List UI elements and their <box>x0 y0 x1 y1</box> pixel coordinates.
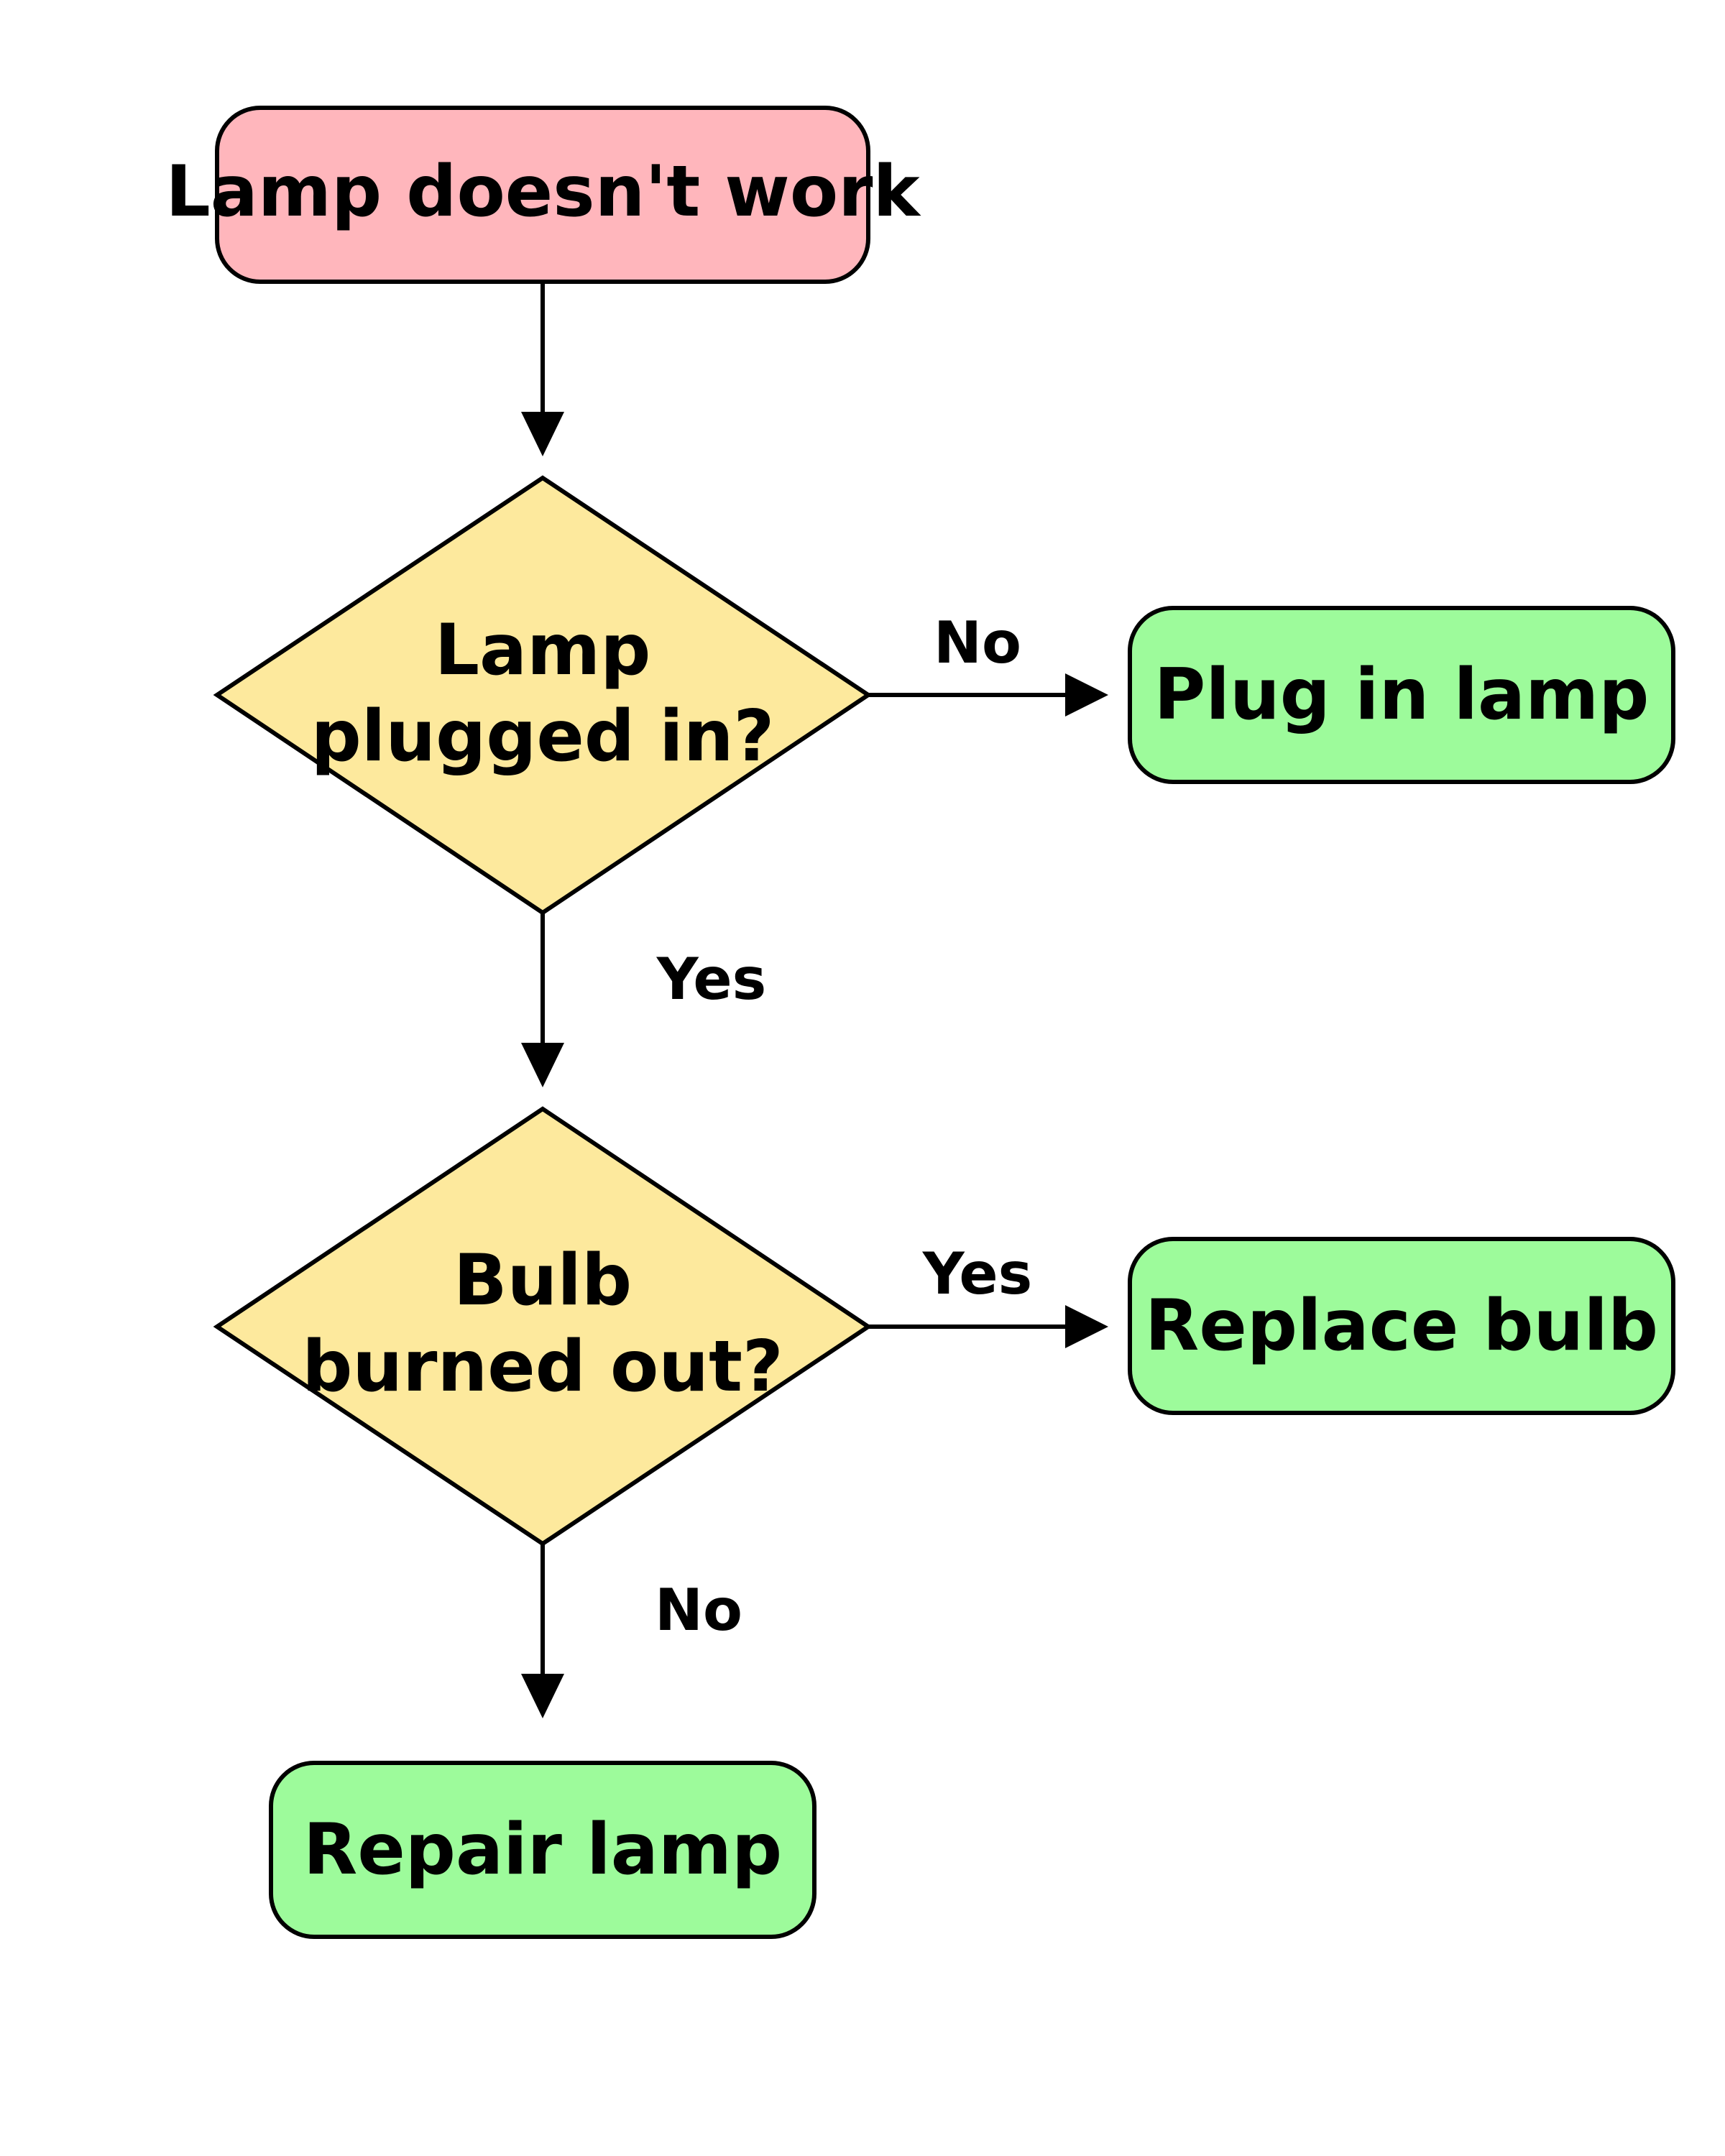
action-replace-label: Replace bulb <box>1145 1285 1658 1367</box>
arrowhead-start-to-plugged <box>521 412 564 456</box>
action-plug-node <box>1128 606 1675 784</box>
action-repair-label: Repair lamp <box>303 1809 782 1891</box>
arrowhead-bulb-no <box>521 1674 564 1718</box>
decision-bulb-label-line1: Bulb <box>454 1240 632 1322</box>
arrowhead-bulb-yes <box>1065 1305 1108 1348</box>
edge-label-bulb-no: No <box>655 1577 742 1644</box>
edge-label-bulb-yes: Yes <box>922 1240 1032 1307</box>
action-plug-label: Plug in lamp <box>1154 654 1650 736</box>
arrowhead-plugged-yes <box>521 1043 564 1087</box>
edge-label-plugged-no: No <box>934 609 1021 676</box>
decision-plugged-label-line2: plugged in? <box>311 696 775 778</box>
edge-label-plugged-yes: Yes <box>656 946 766 1013</box>
action-replace-node <box>1128 1237 1675 1415</box>
arrowhead-plugged-no <box>1065 673 1108 717</box>
start-node-label: Lamp doesn't work <box>165 151 921 233</box>
action-repair-node <box>269 1761 816 1939</box>
decision-bulb-label-line2: burned out? <box>302 1326 783 1408</box>
decision-plugged-label-line1: Lamp <box>435 609 651 691</box>
